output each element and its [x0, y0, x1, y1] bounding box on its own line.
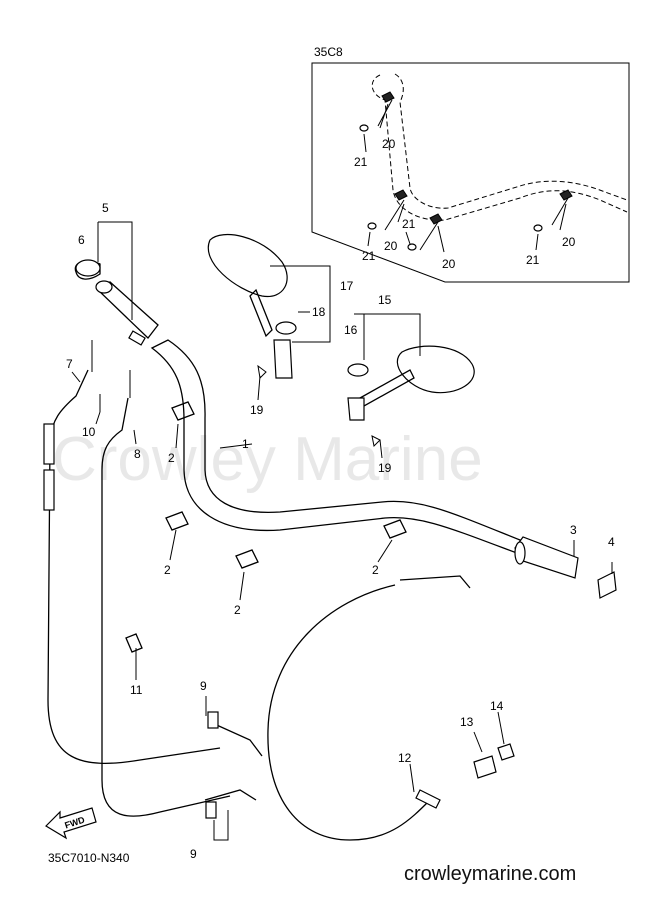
left-grip-assembly	[74, 259, 159, 346]
mirror-left	[207, 233, 297, 380]
leader-lines	[71, 103, 613, 841]
callout-19: 19	[378, 461, 392, 475]
inset-code: 35C8	[314, 45, 343, 59]
callout-18: 18	[312, 305, 326, 319]
callout-14: 14	[490, 699, 504, 713]
callout-13: 13	[460, 715, 474, 729]
callout-21: 21	[354, 155, 368, 169]
handlebar	[150, 339, 617, 599]
callout-2: 2	[164, 563, 171, 577]
fwd-arrow-icon: FWD	[45, 807, 97, 840]
callout-21: 21	[526, 253, 540, 267]
clutch-cable	[267, 575, 515, 841]
callout-21: 21	[402, 217, 416, 231]
callout-17: 17	[340, 279, 354, 293]
cable-end-brackets	[204, 711, 263, 819]
callout-10: 10	[82, 425, 96, 439]
callout-2: 2	[168, 451, 175, 465]
callout-16: 16	[344, 323, 358, 337]
cable-clamps	[125, 401, 407, 653]
throttle-cables	[43, 340, 231, 817]
diagram-code: 35C7010-N340	[48, 851, 130, 865]
callout-8: 8	[134, 447, 141, 461]
callout-19: 19	[250, 403, 264, 417]
callout-20: 20	[384, 239, 398, 253]
inset-cable-ties	[359, 91, 573, 251]
callout-2: 2	[372, 563, 379, 577]
callout-6: 6	[78, 233, 85, 247]
callout-9: 9	[200, 679, 207, 693]
inset-frame	[311, 62, 630, 283]
watermark: Crowley Marine	[52, 425, 483, 494]
callout-5: 5	[102, 201, 109, 215]
callout-21: 21	[362, 249, 376, 263]
callout-4: 4	[608, 535, 615, 549]
callout-20: 20	[442, 257, 456, 271]
callout-3: 3	[570, 523, 577, 537]
callout-15: 15	[378, 293, 392, 307]
callout-2: 2	[234, 603, 241, 617]
callout-labels: 1 2 2 2 2 3 4 5 6 7 8 9 9 10 11 12 13 14…	[66, 137, 615, 861]
inset-handlebar	[371, 73, 628, 221]
site-url: crowleymarine.com	[404, 863, 576, 885]
callout-12: 12	[398, 751, 412, 765]
callout-9: 9	[190, 847, 197, 861]
callout-11: 11	[130, 683, 143, 697]
callout-1: 1	[242, 437, 249, 451]
mirror-right	[347, 345, 475, 448]
callout-20: 20	[562, 235, 576, 249]
callout-7: 7	[66, 357, 73, 371]
callout-20: 20	[382, 137, 396, 151]
